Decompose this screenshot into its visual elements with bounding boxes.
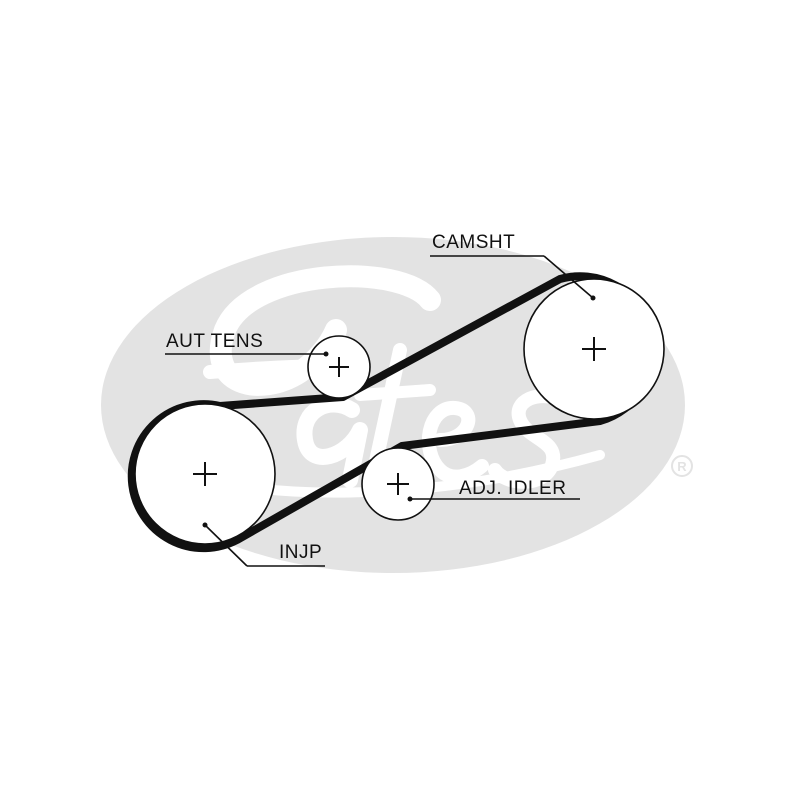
- registered-mark: R: [671, 455, 693, 477]
- svg-text:R: R: [677, 459, 687, 474]
- camshaft-label: CAMSHT: [432, 232, 515, 253]
- camshaft-pulley: [523, 278, 665, 420]
- leader-lines: [165, 255, 596, 567]
- auto-tensioner-label: AUT TENS: [166, 331, 263, 352]
- injection-pump-label: INJP: [279, 542, 322, 563]
- auto-tensioner-pulley: [307, 335, 371, 399]
- adjustable-idler-pulley: [361, 447, 435, 521]
- adjustable-idler-label: ADJ. IDLER: [459, 478, 566, 499]
- injection-pump-pulley: [134, 403, 276, 545]
